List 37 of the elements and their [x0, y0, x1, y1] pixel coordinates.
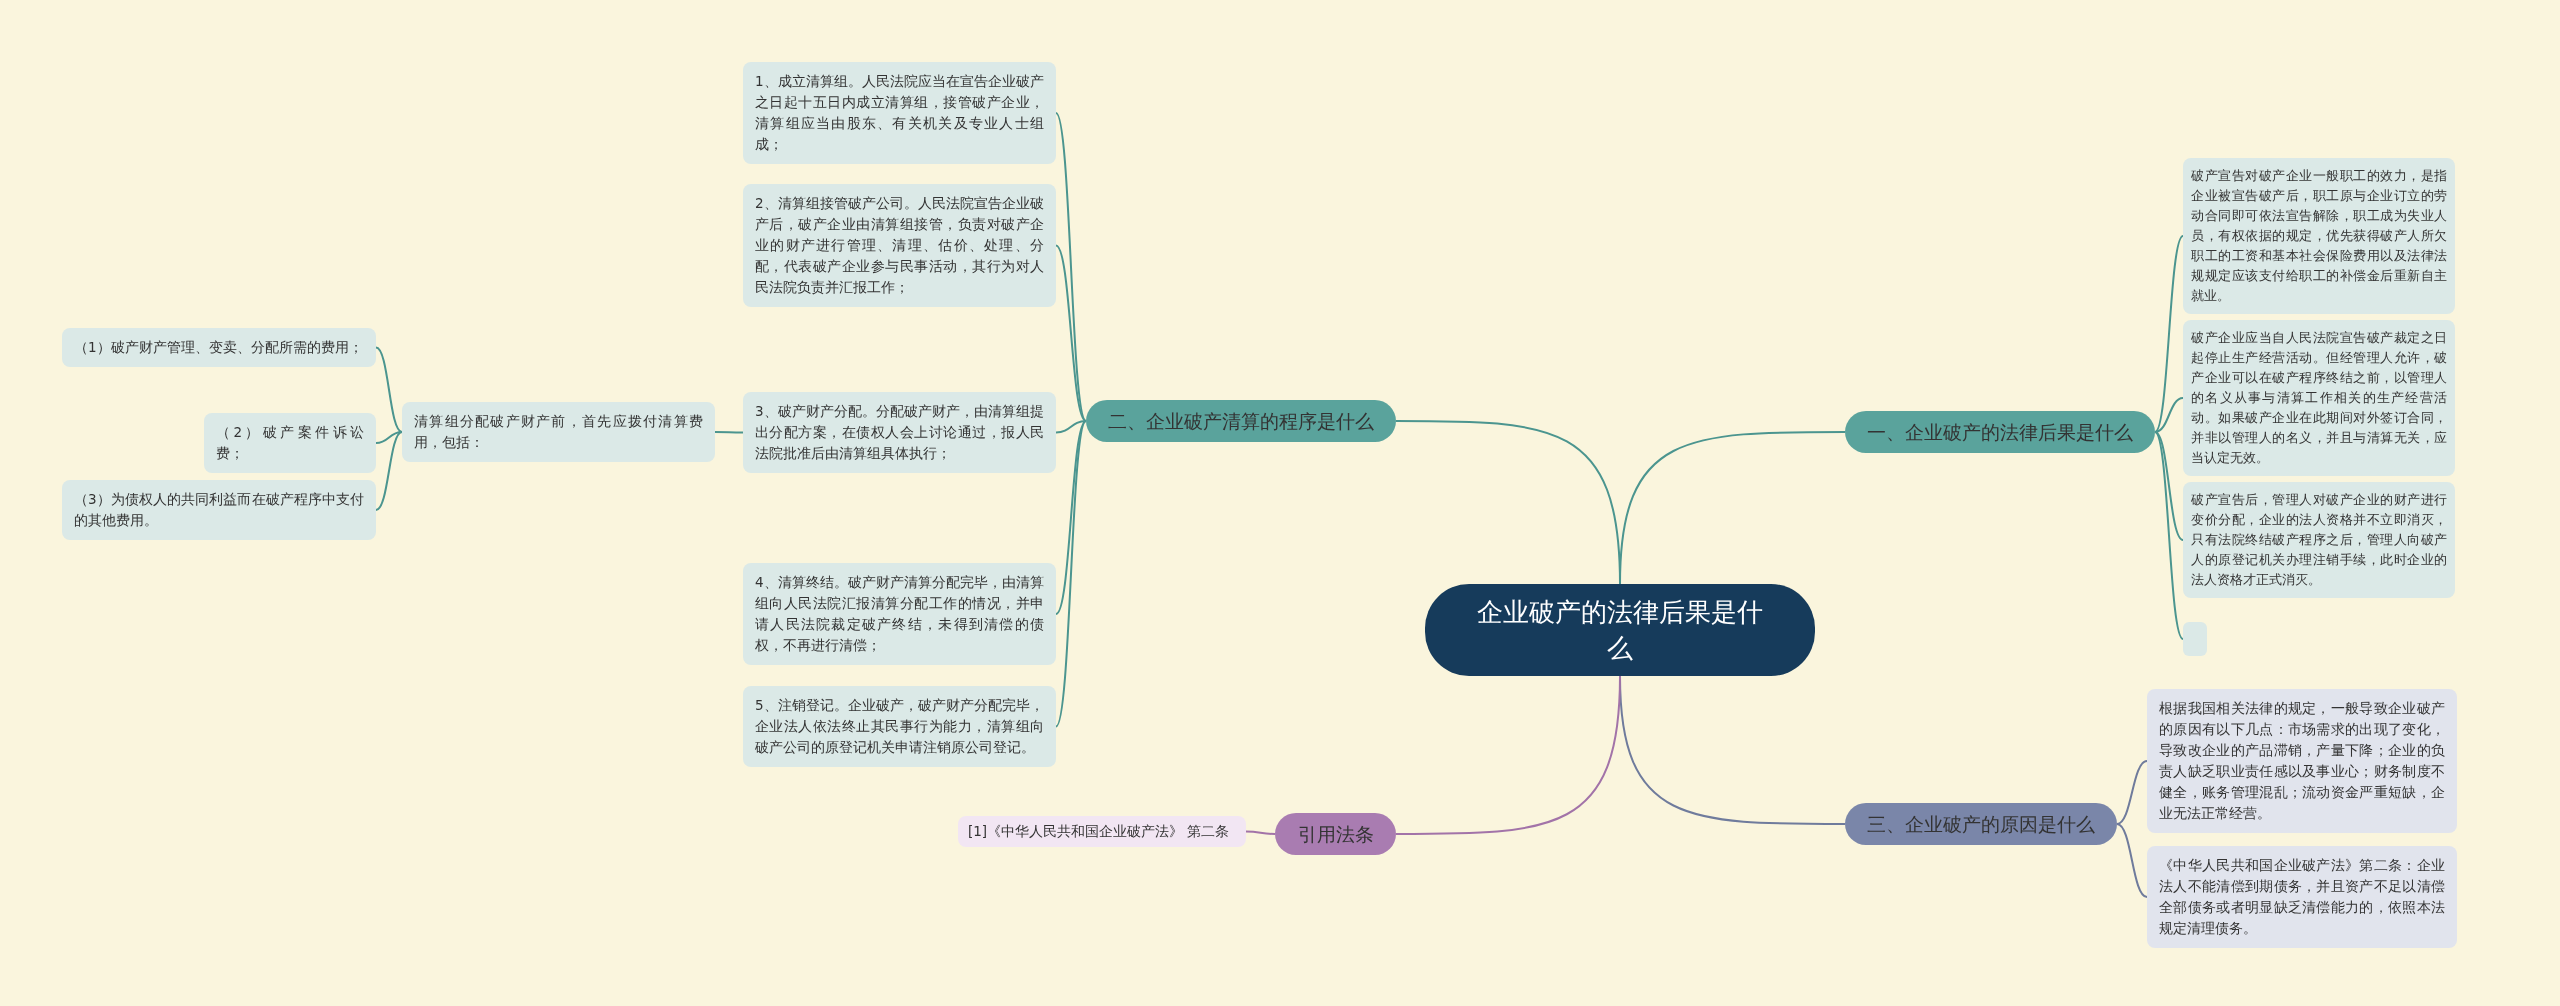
- branch-topic: 三、企业破产的原因是什么: [1845, 803, 2117, 845]
- connector-line: [1055, 244, 1087, 422]
- connector-line: [375, 431, 403, 511]
- connector-line: [2154, 431, 2184, 640]
- connector-line: [2116, 823, 2148, 898]
- connector-line: [375, 431, 403, 444]
- central-topic: 企业破产的法律后果是什么: [1425, 584, 1815, 676]
- connector-line: [1055, 420, 1087, 434]
- note-card: 5、注销登记。企业破产，破产财产分配完毕，企业法人依法终止其民事行为能力，清算组向破产公司的原登记机关申请注销原公司登记。: [743, 686, 1056, 767]
- connector-line: [1055, 420, 1087, 728]
- note-card: 1、成立清算组。人民法院应当在宣告企业破产之日起十五日内成立清算组，接管破产企业，清算组应当由股东、有关机关及专业人士组成；: [743, 62, 1056, 164]
- branch-topic: 二、企业破产清算的程序是什么: [1086, 400, 1396, 442]
- note-card: 破产企业应当自人民法院宣告破产裁定之日起停止生产经营活动。但经管理人允许，破产企业可以在破产程序终结之前，以管理人的名义从事与清算工作相关的生产经营活动。如果破产企业在此期间对外签订合同，并非以管理人的名义，并且与清算无关，应当认定无效。: [2183, 320, 2455, 476]
- note-card: （2）破产案件诉讼费；: [204, 413, 376, 473]
- connector-line: [1055, 112, 1087, 422]
- connector-line: [2154, 235, 2184, 433]
- note-card: 破产宣告对破产企业一般职工的效力，是指企业被宣告破产后，职工原与企业订立的劳动合同即可依法宣告解除，职工成为失业人员，有权依据的规定，优先获得破产人所欠职工的工资和基本社会保险费用以及法律法规规定应该支付给职工的补偿金后重新自主就业。: [2183, 158, 2455, 314]
- note-card: 清算组分配破产财产前，首先应拨付清算费用，包括：: [402, 402, 715, 462]
- connector-line: [2116, 760, 2148, 825]
- note-card: 2、清算组接管破产公司。人民法院宣告企业破产后，破产企业由清算组接管，负责对破产企业的财产进行管理、清理、估价、处理、分配，代表破产企业参与民事活动，其行为对人民法院负责并汇报工作；: [743, 184, 1056, 307]
- connector-line: [2154, 431, 2184, 541]
- connector-line: [375, 346, 403, 433]
- note-card: （1）破产财产管理、变卖、分配所需的费用；: [62, 328, 376, 367]
- note-card: [1]《中华人民共和国企业破产法》 第二条: [958, 816, 1246, 847]
- connector-line: [1245, 830, 1276, 835]
- note-card: 《中华人民共和国企业破产法》第二条：企业法人不能清偿到期债务，并且资产不足以清偿全部债务或者明显缺乏清偿能力的，依照本法规定清理债务。: [2147, 846, 2457, 948]
- connector-line: [1395, 675, 1621, 835]
- connector-line: [2154, 397, 2184, 433]
- note-card: 3、破产财产分配。分配破产财产，由清算组提出分配方案，在债权人会上讨论通过，报人民法院批准后由清算组具体执行；: [743, 392, 1056, 473]
- note-card: 4、清算终结。破产财产清算分配完毕，由清算组向人民法院汇报清算分配工作的情况，并申请人民法院裁定破产终结，未得到清偿的债权，不再进行清偿；: [743, 563, 1056, 665]
- branch-topic: 一、企业破产的法律后果是什么: [1845, 411, 2155, 453]
- branch-topic: 引用法条: [1275, 813, 1396, 855]
- empty-card: [2183, 622, 2207, 656]
- note-card: （3）为债权人的共同利益而在破产程序中支付的其他费用。: [62, 480, 376, 540]
- note-card: 根据我国相关法律的规定，一般导致企业破产的原因有以下几点：市场需求的出现了变化，导致改企业的产品滞销，产量下降；企业的负责人缺乏职业责任感以及事业心；财务制度不健全，账务管理混乱；流动资金严重短缺，企业无法正常经营。: [2147, 689, 2457, 833]
- note-card: 破产宣告后，管理人对破产企业的财产进行变价分配，企业的法人资格并不立即消灭，只有法院终结破产程序之后，管理人向破产人的原登记机关办理注销手续，此时企业的法人资格才正式消灭。: [2183, 482, 2455, 598]
- connector-line: [714, 431, 744, 434]
